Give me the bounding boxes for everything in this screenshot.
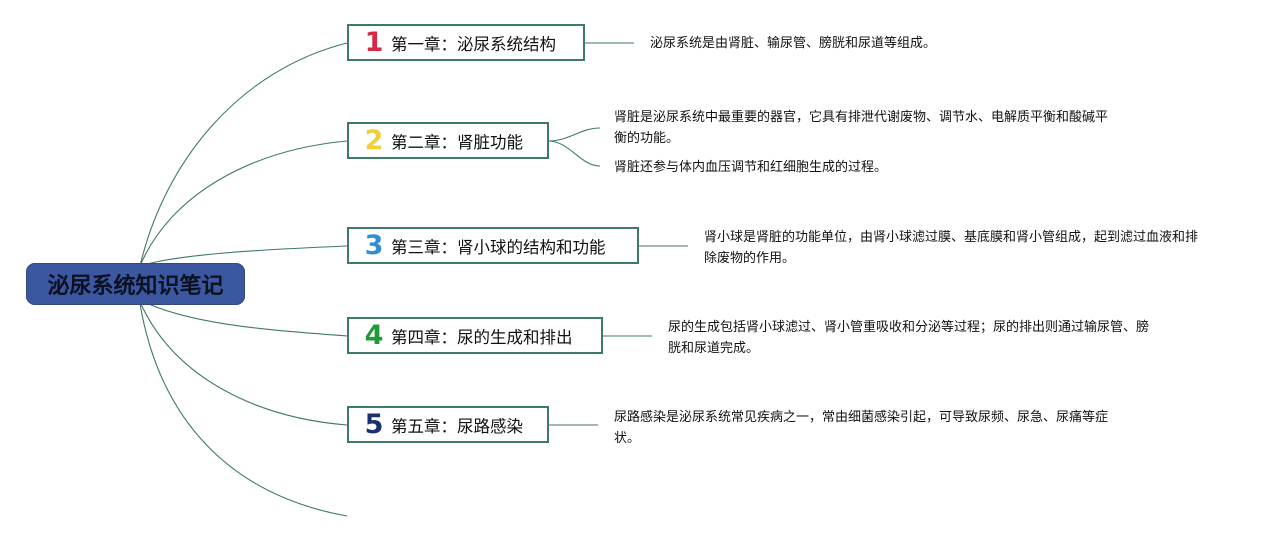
note-text-2a: 肾脏是泌尿系统中最重要的器官，它具有排泄代谢废物、调节水、电解质平衡和酸碱平衡的…	[614, 110, 1109, 146]
chapter-label-5: 第五章：尿路感染	[391, 416, 523, 436]
chapter-node-5[interactable]: 5 第五章：尿路感染	[347, 406, 549, 443]
branch-to-chapter-3	[139, 245, 348, 267]
note-2b[interactable]: 肾脏还参与体内血压调节和红细胞生成的过程。	[614, 157, 944, 178]
chapter-label-1: 第一章：泌尿系统结构	[391, 34, 556, 54]
branch-empty	[139, 303, 348, 517]
chapter-label-3: 第三章：肾小球的结构和功能	[391, 237, 606, 257]
link-note-2a	[547, 127, 601, 142]
note-5[interactable]: 尿路感染是泌尿系统常见疾病之一，常由细菌感染引起，可导致尿频、尿急、尿痛等症状。	[614, 407, 1114, 449]
chapter-label-4: 第四章：尿的生成和排出	[391, 327, 573, 347]
note-text-5: 尿路感染是泌尿系统常见疾病之一，常由细菌感染引起，可导致尿频、尿急、尿痛等症状。	[614, 410, 1109, 446]
chapter-node-4[interactable]: 4 第四章：尿的生成和排出	[347, 317, 603, 354]
note-1[interactable]: 泌尿系统是由肾脏、输尿管、膀胱和尿道等组成。	[650, 33, 980, 54]
root-node[interactable]: 泌尿系统知识笔记	[26, 263, 245, 305]
chapter-label-2: 第二章：肾脏功能	[391, 132, 523, 152]
link-note-2b	[547, 140, 601, 167]
note-text-2b: 肾脏还参与体内血压调节和红细胞生成的过程。	[614, 160, 888, 175]
note-2a[interactable]: 肾脏是泌尿系统中最重要的器官，它具有排泄代谢废物、调节水、电解质平衡和酸碱平衡的…	[614, 107, 1114, 149]
note-text-1: 泌尿系统是由肾脏、输尿管、膀胱和尿道等组成。	[650, 36, 937, 51]
chapter-number-3: 3	[364, 230, 384, 261]
chapter-number-5: 5	[364, 409, 384, 440]
chapter-node-1[interactable]: 1 第一章：泌尿系统结构	[347, 24, 585, 61]
root-title: 泌尿系统知识笔记	[47, 274, 224, 299]
chapter-node-2[interactable]: 2 第二章：肾脏功能	[347, 122, 549, 159]
chapter-number-1: 1	[364, 27, 384, 58]
chapter-number-2: 2	[364, 125, 384, 156]
branch-to-chapter-4	[139, 299, 348, 337]
note-text-4: 尿的生成包括肾小球滤过、肾小管重吸收和分泌等过程；尿的排出则通过输尿管、膀胱和尿…	[668, 320, 1150, 356]
note-text-3: 肾小球是肾脏的功能单位，由肾小球滤过膜、基底膜和肾小管组成，起到滤过血液和排除废…	[704, 230, 1199, 266]
chapter-number-4: 4	[364, 320, 384, 351]
branch-to-chapter-2	[139, 140, 348, 267]
note-4[interactable]: 尿的生成包括肾小球滤过、肾小管重吸收和分泌等过程；尿的排出则通过输尿管、膀胱和尿…	[668, 317, 1150, 359]
note-3[interactable]: 肾小球是肾脏的功能单位，由肾小球滤过膜、基底膜和肾小管组成，起到滤过血液和排除废…	[704, 227, 1204, 269]
branch-to-chapter-1	[139, 42, 348, 267]
branch-to-chapter-5	[139, 301, 348, 426]
chapter-node-3[interactable]: 3 第三章：肾小球的结构和功能	[347, 227, 639, 264]
